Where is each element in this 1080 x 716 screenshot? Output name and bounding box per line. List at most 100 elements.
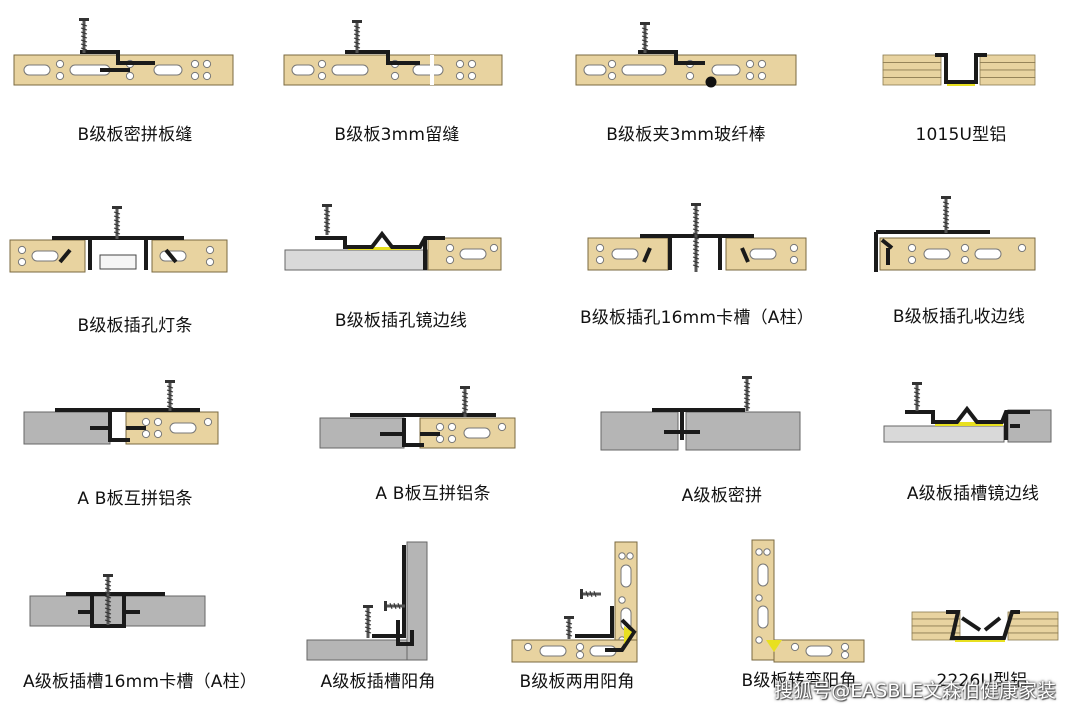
caption-b-board-tight-joint: B级板密拼板缝 (77, 125, 193, 145)
cell-u-aluminium-2226: 2226U型铝 (847, 538, 1080, 716)
board-round-hole (205, 245, 215, 255)
cell-ab-joint-strip-2: A B板互拼铝条 (298, 360, 568, 538)
board-round-hole (575, 642, 585, 652)
screw-thread (166, 385, 174, 389)
caption-a-board-groove-mirror-edge: A级板插槽镜边线 (906, 484, 1040, 504)
screw-thread (104, 619, 112, 623)
screw-thread (743, 389, 751, 393)
ab-joint-strip (55, 408, 200, 442)
board-slot-hole (749, 248, 777, 260)
screw-thread (461, 399, 469, 403)
board-round-hole (17, 257, 27, 267)
screw-thread (323, 229, 331, 233)
screw-thread (942, 209, 950, 213)
screw-thread (942, 221, 950, 225)
board-slot-hole (805, 645, 833, 657)
board-round-hole (755, 594, 763, 602)
board-slot-hole (711, 64, 741, 76)
screw-head (79, 18, 89, 21)
mirror-edge-pad (348, 247, 420, 250)
u-aluminium-profile (935, 53, 987, 84)
screw-thread (113, 219, 121, 223)
screw-thread (104, 603, 112, 607)
board-round-hole (755, 548, 763, 556)
screw-shank (583, 592, 601, 596)
diagram-b-board-bent-outer-corner (751, 539, 865, 663)
board-slot-hole (757, 605, 769, 629)
board-slot-hole (169, 422, 197, 434)
screw-thread (364, 630, 372, 634)
board-slot-hole (620, 564, 632, 588)
screw-head (165, 380, 175, 383)
screw-thread (104, 611, 112, 615)
screw-shank (694, 206, 698, 272)
cell-b-board-3mm-fiberglass-rod: B级板夹3mm玻纤棒 (551, 0, 821, 178)
screw-thread (692, 260, 700, 264)
screw-head (742, 376, 752, 379)
fiberglass-rod (705, 76, 717, 88)
board-slot-hole (463, 427, 491, 439)
board-round-hole (153, 417, 163, 427)
screw-thread (692, 232, 700, 236)
screw-thread (692, 224, 700, 228)
board-round-hole (960, 255, 970, 265)
board-round-hole (467, 71, 477, 81)
screw-thread (461, 395, 469, 399)
caption-a-board-groove-outer-corner: A级板插槽阳角 (320, 672, 436, 692)
diagram-b-board-slot-16mm-groove (587, 203, 807, 272)
board-round-hole (595, 243, 605, 253)
screw-thread (743, 393, 751, 397)
screw-thread (353, 37, 361, 41)
screw-thread (364, 626, 372, 630)
diagram-b-board-slot-edge-trim (874, 196, 1036, 272)
screw-head (112, 206, 122, 209)
board-slot-hole (611, 248, 639, 260)
screw-thread (80, 23, 88, 27)
board-round-hole (445, 255, 455, 265)
diagram-a-board-tight-joint (600, 376, 801, 451)
board-round-hole (626, 552, 634, 560)
cell-a-board-groove-mirror-edge: A级板插槽镜边线 (838, 360, 1080, 538)
b-board-layer (979, 77, 1036, 86)
board-round-hole (55, 59, 65, 69)
screw-thread (593, 590, 597, 598)
board-slot-hole (583, 64, 607, 76)
screw-thread (80, 31, 88, 35)
caption-ab-joint-strip-1: A B板互拼铝条 (77, 489, 193, 509)
screw-thread (80, 27, 88, 31)
b-board (151, 239, 228, 273)
board-round-hole (763, 548, 771, 556)
screw-head (103, 574, 113, 577)
screw-thread (743, 385, 751, 389)
screw-thread (913, 403, 921, 407)
screw-thread (397, 602, 401, 610)
screw-thread (913, 387, 921, 391)
board-round-hole (467, 59, 477, 69)
screw-thread (323, 225, 331, 229)
board-round-hole (17, 245, 27, 255)
board-round-hole (685, 71, 695, 81)
screw-head (941, 196, 951, 199)
caption-a-board-groove-16mm: A级板插槽16mm卡槽（A柱） (22, 672, 257, 692)
board-slot-hole (331, 64, 369, 76)
screw-thread (692, 220, 700, 224)
screw-thread (104, 615, 112, 619)
board-round-hole (141, 417, 151, 427)
screw-thread (565, 621, 573, 625)
screw-thread (641, 27, 649, 31)
screw-head (363, 605, 373, 608)
screw-head (640, 22, 650, 25)
screw-thread (641, 47, 649, 51)
board-round-hole (757, 71, 767, 81)
board-round-hole (907, 243, 917, 253)
board-round-hole (575, 650, 585, 660)
board-round-hole (595, 255, 605, 265)
edge-trim-profile (874, 230, 990, 272)
screw-head (912, 382, 922, 385)
diagram-b-board-3mm-gap (283, 20, 503, 86)
cell-b-board-slot-light-strip: B级板插孔灯条 (0, 180, 270, 358)
b-board (283, 54, 503, 86)
caption-u-aluminium-2226: 2226U型铝 (936, 671, 1028, 691)
screw-shank (355, 23, 359, 53)
diagram-a-board-groove-outer-corner (306, 541, 428, 661)
